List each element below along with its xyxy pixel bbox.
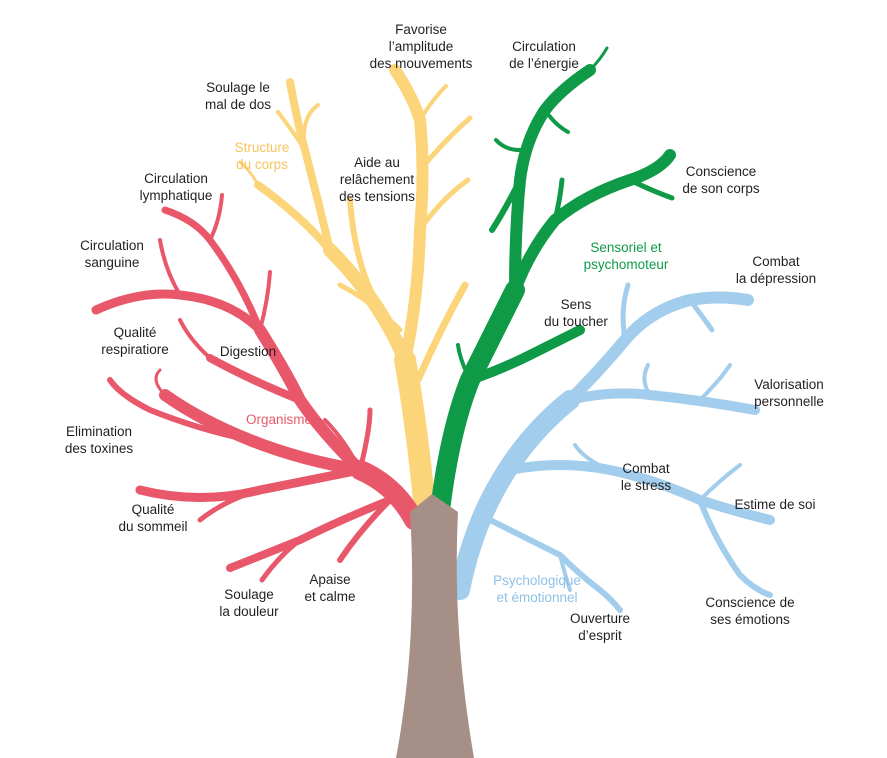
psycho-branch: [505, 460, 775, 525]
sensory-branch: [543, 108, 570, 134]
organism-branch: [158, 238, 182, 297]
structure-branch: [389, 64, 429, 366]
psycho-branch: [573, 443, 612, 472]
psycho-branch: [564, 291, 754, 406]
category-organism: Organisme: [245, 412, 313, 427]
psycho-branch: [698, 463, 742, 502]
organism-branch: [337, 497, 393, 563]
sensory-branch: [509, 149, 676, 296]
label-estime-de-soi: Estime de soi: [734, 497, 816, 512]
sensory-branch: [494, 138, 522, 152]
structure-branch: [347, 197, 383, 311]
label-qualite-respiratoire: Qualité respiratiore: [101, 325, 169, 357]
organism-branch: [208, 193, 224, 242]
psycho-branch: [698, 363, 732, 402]
structure-branch: [418, 84, 448, 122]
sensory-branch: [456, 343, 472, 382]
organism-branch: [258, 270, 272, 332]
label-conscience-corps: Conscience de son corps: [682, 164, 760, 196]
organism-branch: [323, 418, 362, 472]
structure-branch: [394, 349, 435, 511]
organism-branch: [226, 496, 394, 572]
structure-branch: [337, 282, 403, 333]
label-valorisation-personnelle: Valorisation personnelle: [754, 377, 824, 409]
label-digestion: Digestion: [219, 344, 277, 359]
label-conscience-emotions: Conscience de ses émotions: [705, 595, 795, 627]
sensory-branch: [627, 177, 675, 201]
psycho-branch: [687, 297, 715, 333]
organism-branch: [107, 377, 253, 443]
label-circulation-lymphatique: Circulation lymphatique: [139, 171, 213, 203]
tree-trunk: [396, 494, 474, 758]
category-psycho: Psychologique et émotionnel: [493, 573, 581, 605]
psycho-branch: [620, 282, 631, 343]
label-elimination-toxines: Elimination des toxines: [64, 424, 134, 456]
psycho-branch: [642, 363, 652, 397]
sensory-branches: [430, 46, 676, 520]
sensory-branch: [552, 177, 565, 223]
psycho-branch: [450, 390, 580, 600]
label-ouverture-esprit: Ouverture d’esprit: [569, 611, 631, 643]
label-favorise-amplitude: Favorise l’amplitude des mouvements: [369, 22, 473, 71]
sensory-branch: [465, 325, 585, 385]
organism-branch: [154, 368, 167, 397]
structure-branch: [417, 115, 473, 173]
label-qualite-sommeil: Qualité du sommeil: [118, 502, 188, 534]
organism-branch: [197, 487, 263, 523]
label-soulage-dos: Soulage le mal de dos: [204, 80, 272, 112]
sensory-branch: [588, 46, 609, 72]
label-circulation-energie: Circulation de l’énergie: [509, 39, 579, 71]
organism-branch: [206, 354, 304, 404]
category-sensory: Sensoriel et psychomoteur: [583, 240, 669, 272]
structure-branch: [254, 181, 334, 254]
label-apaise-calme: Apaise et calme: [304, 572, 356, 604]
psycho-branch: [558, 553, 572, 592]
label-combat-depression: Combat la dépression: [735, 254, 817, 286]
structure-branch: [417, 177, 471, 233]
structure-branch: [238, 160, 260, 187]
organism-branch: [259, 537, 303, 583]
structure-branch: [414, 281, 469, 384]
organism-branch: [178, 318, 212, 360]
structure-branches: [238, 64, 473, 511]
label-circulation-sanguine: Circulation sanguine: [80, 238, 144, 270]
category-structure: Structure du corps: [234, 140, 290, 172]
psycho-branch: [565, 388, 760, 415]
structure-branch: [301, 103, 320, 152]
psycho-branch: [697, 497, 773, 598]
psycho-branches: [450, 282, 775, 613]
label-combat-stress: Combat le stress: [620, 461, 672, 493]
organism-branches: [91, 193, 424, 583]
organism-branch: [357, 407, 373, 473]
sensory-branch: [489, 177, 523, 233]
psycho-branch: [487, 517, 563, 558]
psycho-branch: [467, 487, 493, 563]
label-aide-relachement: Aide au relâchement des tensions: [339, 155, 415, 204]
sensory-branch: [509, 64, 596, 296]
label-soulage-douleur: Soulage la douleur: [219, 587, 279, 619]
psycho-branch: [557, 552, 623, 613]
organism-branch: [161, 206, 264, 334]
label-sens-toucher: Sens du toucher: [544, 297, 608, 329]
